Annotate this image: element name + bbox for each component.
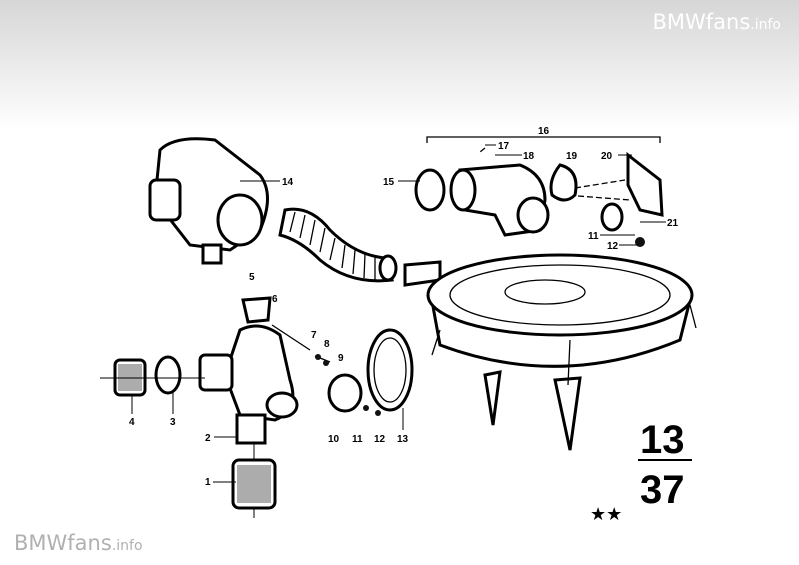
part-hose[interactable]	[278, 207, 398, 283]
callout-21: 21	[667, 218, 679, 229]
callout-3: 3	[170, 417, 176, 428]
page-number-top: 13	[640, 418, 685, 462]
callout-20: 20	[601, 151, 613, 162]
callout-12b: 12	[607, 241, 619, 252]
callout-12: 12	[374, 434, 386, 445]
callout-9: 9	[338, 353, 344, 364]
stars-marker: ★★	[590, 504, 622, 524]
callout-19: 19	[566, 151, 578, 162]
part-1-filter[interactable]	[231, 458, 277, 510]
callout-labels: 1 2 3 4 5 6 7 8 9 10 11 12 13 14 15 16 1…	[129, 126, 679, 488]
page-number: 13 37 ★★	[590, 418, 692, 524]
callout-2: 2	[205, 433, 211, 444]
callout-17: 17	[498, 141, 510, 152]
part-16-assembly[interactable]	[414, 136, 664, 247]
watermark-bottom: BMWfans.info	[14, 531, 143, 555]
callout-7: 7	[311, 330, 317, 341]
part-3-4-clamp-and-filter[interactable]	[113, 355, 182, 397]
callout-14: 14	[282, 177, 294, 188]
callout-8: 8	[324, 339, 330, 350]
header-gradient	[0, 0, 799, 130]
callout-18: 18	[523, 151, 535, 162]
callout-1: 1	[205, 477, 211, 488]
callout-6: 6	[272, 294, 278, 305]
air-cleaner-body[interactable]	[403, 253, 697, 451]
callout-16: 16	[538, 126, 550, 137]
callout-11: 11	[352, 434, 363, 445]
part-6-housing[interactable]	[198, 296, 331, 445]
callout-10: 10	[328, 434, 340, 445]
part-14-filter-housing[interactable]	[148, 137, 269, 265]
part-10-13-damper[interactable]	[315, 328, 414, 416]
callout-5: 5	[249, 272, 255, 283]
watermark-top: BMWfans.info	[652, 10, 781, 34]
callout-4: 4	[129, 417, 135, 428]
callout-15: 15	[383, 177, 395, 188]
page-number-bottom: 37	[640, 468, 685, 512]
leader-lines	[100, 144, 666, 518]
callout-13: 13	[397, 434, 409, 445]
callout-11b: 11	[588, 231, 599, 242]
